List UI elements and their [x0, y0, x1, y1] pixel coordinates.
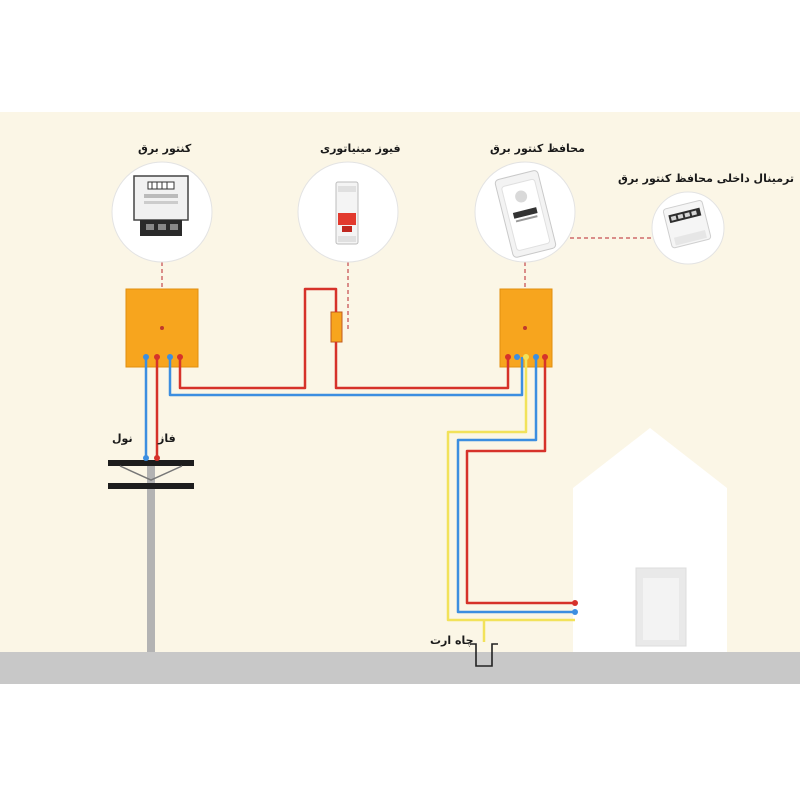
ground-strip [0, 652, 800, 684]
utility-pole-icon [108, 455, 194, 652]
miniature-fuse-icon [335, 181, 359, 245]
label-protector: محافظ کنتور برق [490, 142, 585, 155]
wires [144, 287, 575, 642]
electric-meter-icon [133, 175, 189, 236]
label-phase: فاز [158, 432, 176, 445]
earth-well-icon [470, 643, 498, 667]
label-fuse: فیوز مینیاتوری [320, 142, 401, 155]
label-terminal: ترمینال داخلی محافظ کنتور برق [618, 172, 794, 185]
house-icon [573, 428, 727, 652]
label-meter: کنتور برق [138, 142, 192, 155]
meter-protector-icon [494, 170, 557, 258]
label-earth: چاه ارت [430, 634, 474, 647]
fuse-inline [330, 311, 343, 343]
protector-box-terminals [505, 326, 548, 360]
label-neutral: نول [112, 432, 133, 445]
meter-box-terminals [143, 326, 183, 360]
protector-terminal-icon [662, 200, 712, 249]
house-entry-dots [572, 600, 578, 615]
